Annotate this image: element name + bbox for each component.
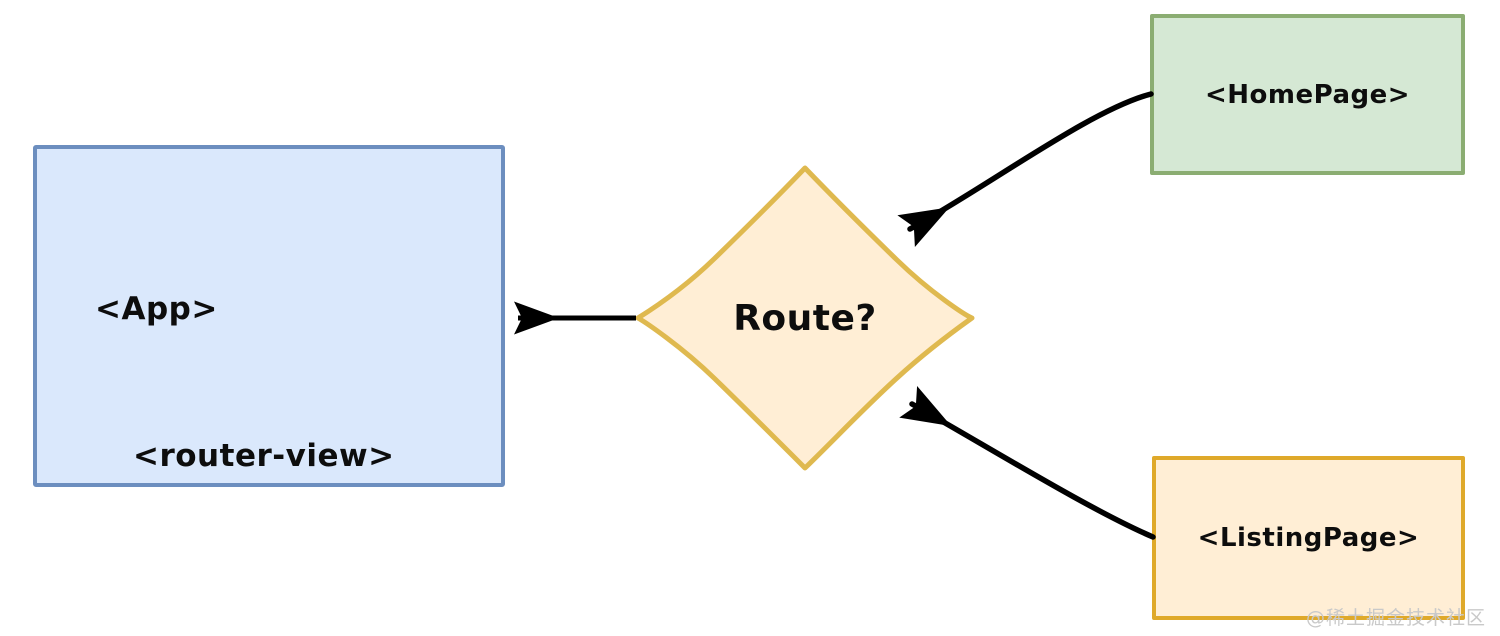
app-code-spacer xyxy=(95,579,406,605)
app-code-block: <App> <router-view> </router-view> </App… xyxy=(95,187,406,636)
diamond-shape xyxy=(635,165,975,471)
route-label: Route? xyxy=(733,297,877,339)
watermark: @稀土掘金技术社区 xyxy=(1305,607,1486,629)
app-code-line-2: <router-view> xyxy=(133,438,395,474)
homepage-label: <HomePage> xyxy=(1204,79,1411,110)
node-homepage[interactable]: <HomePage> xyxy=(1150,14,1465,175)
node-listingpage[interactable]: <ListingPage> xyxy=(1152,456,1465,620)
listingpage-label: <ListingPage> xyxy=(1197,523,1420,553)
node-app[interactable]: <App> <router-view> </router-view> </App… xyxy=(33,145,505,487)
app-code-line-1: <App> xyxy=(95,291,218,327)
node-route-decision[interactable]: Route? xyxy=(635,165,975,471)
